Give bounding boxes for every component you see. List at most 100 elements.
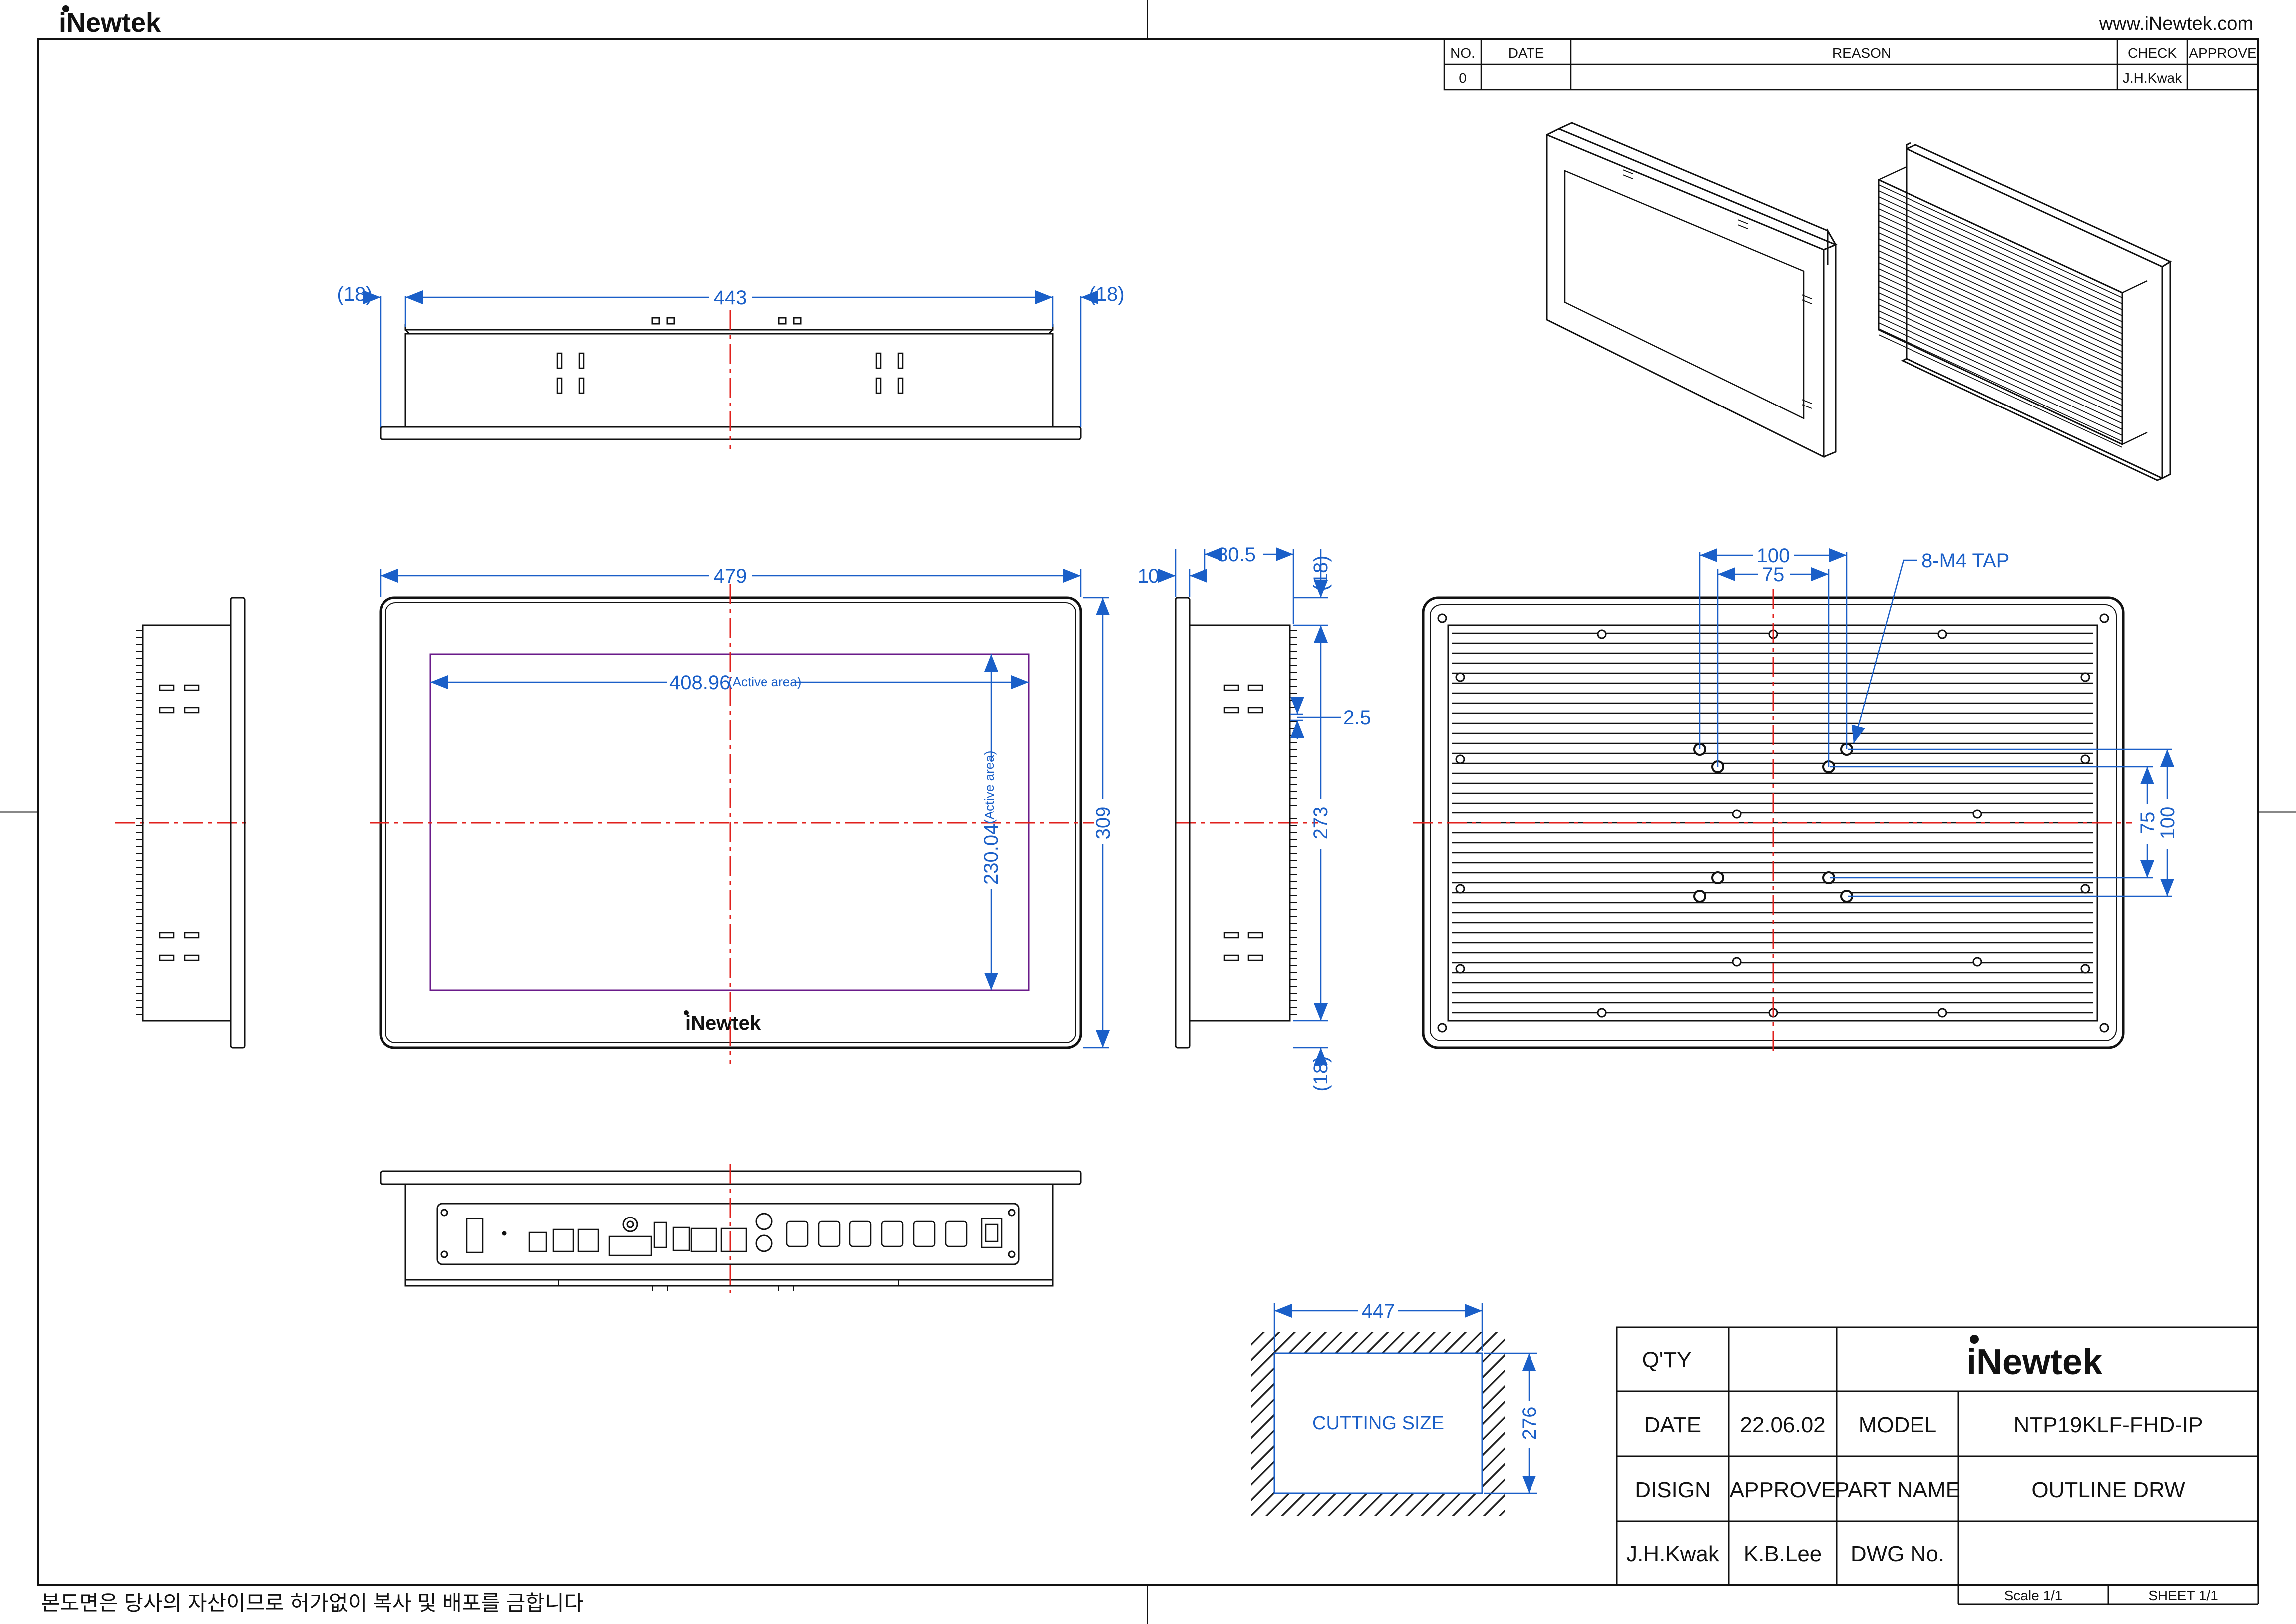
- iso-fin: [1878, 190, 2123, 304]
- model-label: MODEL: [1859, 1413, 1936, 1437]
- iso-fin: [1878, 238, 2123, 352]
- title-logo: iNewtek: [1966, 1342, 2103, 1382]
- iso-fin: [1878, 316, 2123, 430]
- iso-fin: [1878, 184, 2123, 298]
- front-logo: iNewtek: [685, 1012, 761, 1034]
- dim-rear-h-inner: 75: [1762, 564, 1785, 586]
- iso-fin: [1878, 304, 2123, 418]
- iso-fin: [1878, 292, 2123, 406]
- cutting-size-label: CUTTING SIZE: [1312, 1413, 1444, 1434]
- dim-top-right-margin: (18): [1089, 283, 1124, 305]
- screw-hole: [2080, 754, 2090, 764]
- dim-active-height: 230.04: [980, 824, 1002, 885]
- screw-hole: [1937, 1008, 1947, 1018]
- dim-side-top-margin: (18): [1310, 555, 1332, 591]
- iso-fin: [1878, 274, 2123, 388]
- dim-rear-h-outer: 100: [1757, 545, 1790, 567]
- dim-cut-width: 447: [1362, 1300, 1395, 1322]
- dim-front-height: 309: [1092, 807, 1114, 840]
- dim-side-height: 273: [1310, 807, 1332, 840]
- iso-fin: [1878, 220, 2123, 334]
- iso-fin: [1878, 322, 2123, 436]
- dim-active-height-label: (Active area): [982, 751, 997, 824]
- model-value: NTP19KLF-FHD-IP: [2014, 1413, 2203, 1437]
- front-logo-dot: [684, 1010, 689, 1015]
- screw-hole: [1455, 964, 1465, 974]
- m4-tap-hole: [1711, 871, 1724, 884]
- front-centerlines: [115, 584, 1318, 1064]
- iso-view-rear: [1878, 142, 2172, 481]
- rev-row-check: J.H.Kwak: [2123, 70, 2182, 86]
- m4-tap-hole: [1693, 890, 1706, 903]
- rev-header-date: DATE: [1508, 45, 1544, 61]
- designer-name: J.H.Kwak: [1626, 1542, 1720, 1566]
- iso-fin: [1878, 202, 2123, 316]
- iso-fin: [1878, 268, 2123, 382]
- dim-rear-v-inner: 75: [2137, 812, 2159, 834]
- iso-fin: [1878, 298, 2123, 412]
- screw-hole: [1437, 1023, 1447, 1033]
- screw-hole: [1732, 809, 1742, 819]
- iso-fin: [1878, 196, 2123, 310]
- approver-name: K.B.Lee: [1744, 1542, 1822, 1566]
- dim-side-step: 2.5: [1343, 707, 1371, 729]
- dim-active-width: 408.96: [669, 672, 730, 694]
- iso-fin: [1878, 256, 2123, 370]
- iso-fin: [1878, 310, 2123, 424]
- dim-side-depth: 80.5: [1217, 544, 1256, 566]
- iso-fin: [1878, 262, 2123, 376]
- rev-row-no: 0: [1459, 70, 1467, 86]
- dim-active-width-label: (Active area): [728, 674, 801, 689]
- cutting-size-view: CUTTING SIZE: [1251, 1332, 1505, 1516]
- rev-header-approve: APPROVE: [2189, 45, 2256, 61]
- rev-header-reason: REASON: [1832, 45, 1891, 61]
- iso-fin: [1878, 244, 2123, 358]
- screw-hole: [2099, 613, 2109, 623]
- screw-hole: [1732, 957, 1742, 967]
- approve-label: APPROVE: [1730, 1478, 1836, 1502]
- screw-hole: [1937, 629, 1947, 639]
- left-side-view: [136, 597, 246, 1049]
- iso-fin: [1878, 226, 2123, 340]
- scale-text: Scale 1/1: [2004, 1588, 2063, 1603]
- header-logo: iNewtek: [59, 5, 161, 38]
- iso-view-front: [1546, 122, 1838, 458]
- qty-label: Q'TY: [1642, 1348, 1692, 1372]
- part-name-label: PART NAME: [1835, 1478, 1960, 1502]
- date-label: DATE: [1644, 1413, 1701, 1437]
- date-value: 22.06.02: [1740, 1413, 1825, 1437]
- dim-front-width: 479: [714, 565, 747, 587]
- screw-hole: [2080, 672, 2090, 682]
- dimension-lines: [363, 290, 2174, 1494]
- screw-hole: [1455, 884, 1465, 894]
- iso-fin: [1878, 280, 2123, 394]
- title-block: Q'TY iNewtek DATE 22.06.02 MODEL NTP19KL…: [1616, 1326, 2259, 1605]
- iso-fin: [1878, 250, 2123, 364]
- dim-cut-height: 276: [1519, 1407, 1540, 1440]
- screw-hole: [1597, 1008, 1607, 1018]
- rev-header-no: NO.: [1450, 45, 1475, 61]
- screw-hole: [2080, 884, 2090, 894]
- iso-fin: [1878, 328, 2123, 442]
- dimension-labels: 443 (18) (18) 479 309 408.96 (Active are…: [337, 283, 2179, 1440]
- dim-top-left-margin: (18): [337, 283, 372, 305]
- screw-hole: [1455, 754, 1465, 764]
- iso-fin: [1878, 334, 2123, 448]
- rear-centerlines: [1413, 589, 2132, 1056]
- screw-hole: [1437, 613, 1447, 623]
- iso-fin: [1878, 208, 2123, 322]
- website-url: www.iNewtek.com: [2099, 13, 2253, 34]
- iso-fin: [1878, 286, 2123, 400]
- rev-header-check: CHECK: [2128, 45, 2177, 61]
- header-brand: iNewtek: [59, 8, 161, 38]
- screw-hole: [1972, 809, 1982, 819]
- title-logo-dot: [1970, 1335, 1979, 1344]
- screw-hole: [1455, 672, 1465, 682]
- dim-side-bezel: 10: [1138, 565, 1160, 587]
- screw-hole: [1972, 957, 1982, 967]
- screw-hole: [2099, 1023, 2109, 1033]
- iso-fin: [1878, 232, 2123, 346]
- dim-side-bottom-margin: (18): [1310, 1056, 1332, 1091]
- screw-hole: [2080, 964, 2090, 974]
